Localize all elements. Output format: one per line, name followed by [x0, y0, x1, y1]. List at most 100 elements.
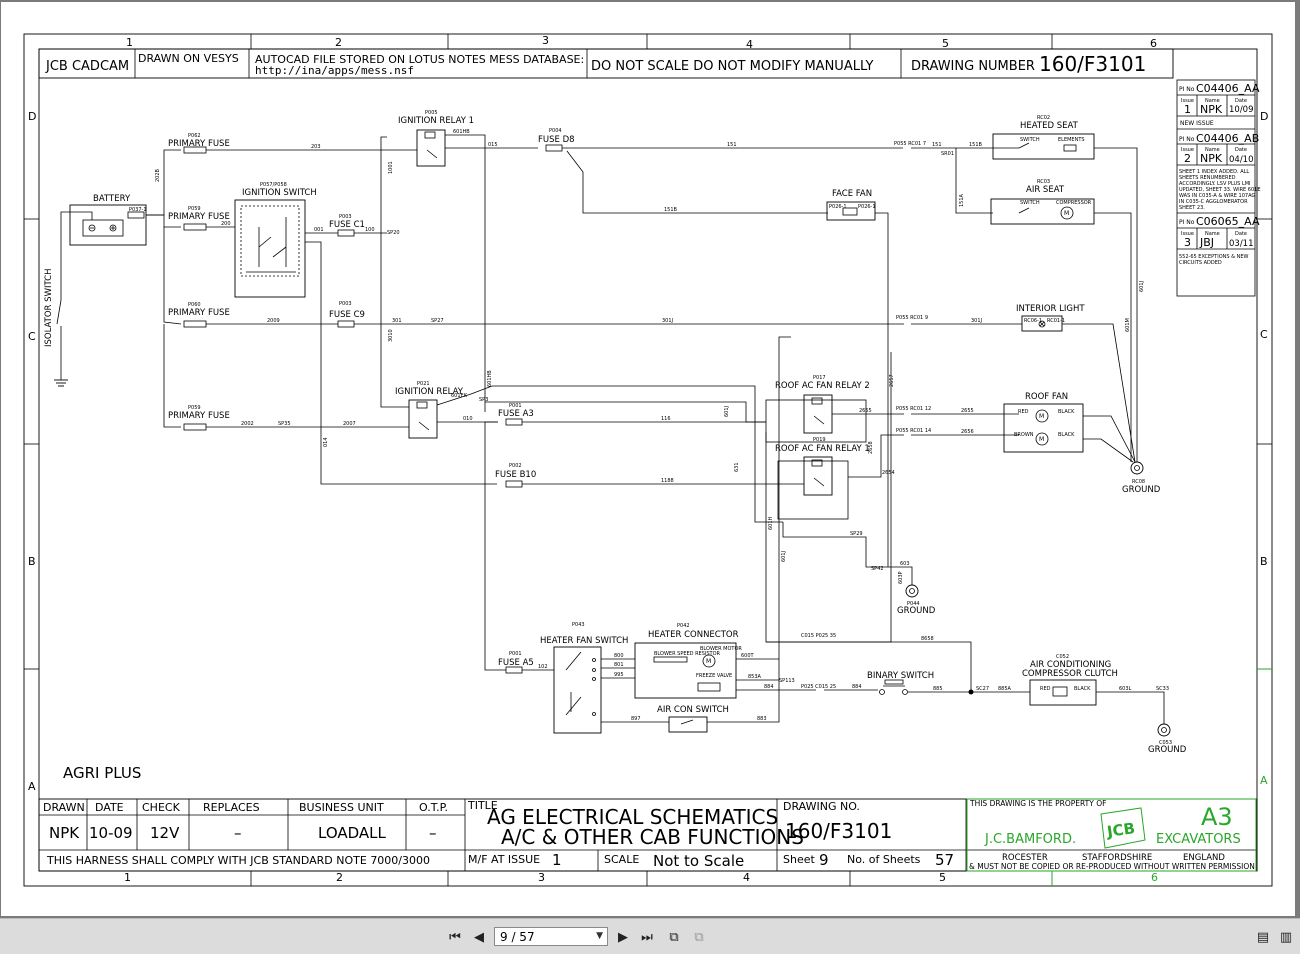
wire-884-b: 884	[852, 684, 862, 690]
rev2-name: NPK	[1200, 152, 1223, 165]
interior-light-c1: RC06-1	[1024, 318, 1042, 324]
wire-301: 301	[392, 318, 402, 324]
air-seat: M RC03 AIR SEAT SWITCH COMPRESSOR	[990, 179, 1095, 225]
single-page-view-icon[interactable]: ▤	[1256, 929, 1270, 945]
chevron-down-icon: ▼	[596, 931, 603, 941]
battery-conn: P037-1	[129, 207, 147, 213]
viewer-toolbar: ⏮ ◀ 9 / 57 ▼ ▶ ⏭ ⧉ ⧉ ▤ ▥	[0, 918, 1300, 954]
rev1-issue: 1	[1184, 103, 1191, 116]
roof-fan: M M ROOF FAN RED BLACK BROWN BLACK	[1003, 392, 1084, 453]
ground-c053: C053 GROUND	[1148, 723, 1187, 755]
row-left-C: C	[28, 330, 36, 343]
wire-301j-b: 301J	[971, 318, 982, 324]
row-right-D: D	[1260, 110, 1268, 123]
header-no-scale: DO NOT SCALE DO NOT MODIFY MANUALLY	[591, 59, 873, 74]
wire-631: 631	[734, 462, 740, 472]
interior-light: INTERIOR LIGHT RC06-1 RC01-1	[1016, 304, 1085, 332]
tb-otp-label: O.T.P.	[419, 801, 448, 814]
prev-page-icon[interactable]: ◀	[474, 929, 484, 945]
ground-rc08: RC08 GROUND	[1122, 461, 1161, 495]
splice-sp29: SP29	[850, 531, 863, 537]
ground-p044-label: GROUND	[897, 606, 936, 616]
last-page-icon[interactable]: ⏭	[641, 929, 653, 945]
wire-8658: 8658	[921, 636, 934, 642]
roof-fan-black2: BLACK	[1058, 432, 1075, 438]
ignition-relay-label: IGNITION RELAY	[395, 387, 464, 397]
ignition-switch-label: IGNITION SWITCH	[242, 188, 317, 198]
heater-connector-label: HEATER CONNECTOR	[648, 630, 739, 640]
roof-fan-black: BLACK	[1058, 409, 1075, 415]
wire-151: 151	[727, 142, 737, 148]
splice-sp3: SP3	[479, 397, 488, 403]
document-viewport[interactable]: 1 2 3 4 5 6 1 2 3 4 5 6 D C B A D C B A …	[0, 0, 1300, 918]
first-page-icon[interactable]: ⏮	[449, 929, 461, 945]
wire-600t: 600T	[741, 653, 755, 659]
rev2-issue-label: Issue	[1181, 147, 1194, 153]
rev1-date-label: Date	[1235, 98, 1247, 104]
splice-sr01: SR01	[941, 151, 954, 157]
rev1-name-label: Name	[1205, 98, 1220, 104]
primary-fuse-4-ref: P059	[188, 405, 201, 411]
continuous-view-icon[interactable]: ▥	[1279, 929, 1293, 945]
wire-010: 010	[463, 416, 473, 422]
rev2-note-5: IN C035-C AGGLOMERATOR	[1179, 199, 1248, 205]
page-number-select[interactable]: 9 / 57 ▼	[494, 927, 608, 946]
tb-check-label: CHECK	[142, 801, 181, 814]
tb-scale: Not to Scale	[653, 852, 744, 870]
fuse-d8-body	[545, 144, 563, 152]
wire-p025: P025 C015 25	[801, 684, 836, 690]
fuse-a5-ref: P001	[509, 651, 522, 657]
heater-connector-ref: P042	[677, 623, 690, 629]
wire-151-b: 151	[932, 142, 942, 148]
tb-otp: –	[429, 824, 437, 842]
rev2-date-label: Date	[1235, 147, 1247, 153]
fuse-c9-label: FUSE C9	[329, 310, 365, 320]
fuse-d8-label: FUSE D8	[538, 135, 575, 145]
primary-fuse-2-label: PRIMARY FUSE	[168, 212, 230, 222]
ignition-switch: P057/P058 IGNITION SWITCH	[234, 182, 317, 298]
roof-fan-brown: BROWN	[1014, 432, 1034, 438]
wire-601j: 601J	[724, 406, 730, 417]
splice-sc27: SC27	[976, 686, 989, 692]
tb-title2: A/C & OTHER CAB FUNCTIONS	[501, 825, 804, 849]
ground-rc08-ref: RC08	[1132, 479, 1145, 485]
wire-151a: 151A	[959, 193, 965, 207]
splice-sp27: SP27	[431, 318, 444, 324]
heater-motor: BLOWER MOTOR	[700, 646, 742, 652]
wire-601ek: 601EK	[451, 393, 468, 399]
row-left-D: D	[28, 110, 36, 123]
wire-203: 203	[311, 144, 321, 150]
face-fan: FACE FAN P026-1 P026-1	[826, 189, 876, 221]
rev2-note-3: UPDATED, SHEET 33. WIRE 601E	[1179, 187, 1261, 193]
fit-width-icon[interactable]: ⧉	[694, 929, 704, 945]
wire-884: 884	[764, 684, 774, 690]
wire-801: 801	[614, 662, 624, 668]
row-right-C: C	[1260, 328, 1268, 341]
wire-116: 116	[661, 416, 671, 422]
fit-page-icon[interactable]: ⧉	[669, 929, 679, 945]
wire-1188: 1188	[661, 478, 674, 484]
heater-fan-switch: P043 HEATER FAN SWITCH	[540, 622, 628, 734]
rev2-issue: 2	[1184, 152, 1191, 165]
splice-sp113: SP113	[779, 678, 795, 684]
rev1-date: 10/09	[1229, 105, 1254, 115]
next-page-icon[interactable]: ▶	[618, 929, 628, 945]
agri-plus-note: AGRI PLUS	[63, 764, 141, 782]
fuse-a3-label: FUSE A3	[498, 409, 534, 419]
wire-601h: 601H	[768, 516, 774, 530]
roof-ac-fan-relay-2: P017 ROOF AC FAN RELAY 2	[765, 375, 870, 443]
heated-seat: RC02 HEATED SEAT SWITCH ELEMENTS	[992, 115, 1095, 160]
stamp-rocester: ROCESTER	[1002, 853, 1048, 863]
col-top-5: 5	[942, 37, 949, 50]
tb-comply: THIS HARNESS SHALL COMPLY WITH JCB STAND…	[46, 854, 430, 867]
rev3-date: 03/11	[1229, 239, 1254, 249]
wire-2655: 2655	[859, 408, 872, 414]
fuse-c1-ref: P003	[339, 214, 352, 220]
wire-883: 883	[757, 716, 767, 722]
roof-fan-motor-1-icon: M	[1039, 413, 1044, 420]
rev3-note-1: CIRCUITS ADDED	[1179, 260, 1222, 266]
heated-seat-el: ELEMENTS	[1058, 137, 1085, 143]
fuse-c1-body	[337, 229, 355, 237]
rev1-note: NEW ISSUE	[1180, 120, 1214, 127]
wire-603: 603	[900, 561, 910, 567]
